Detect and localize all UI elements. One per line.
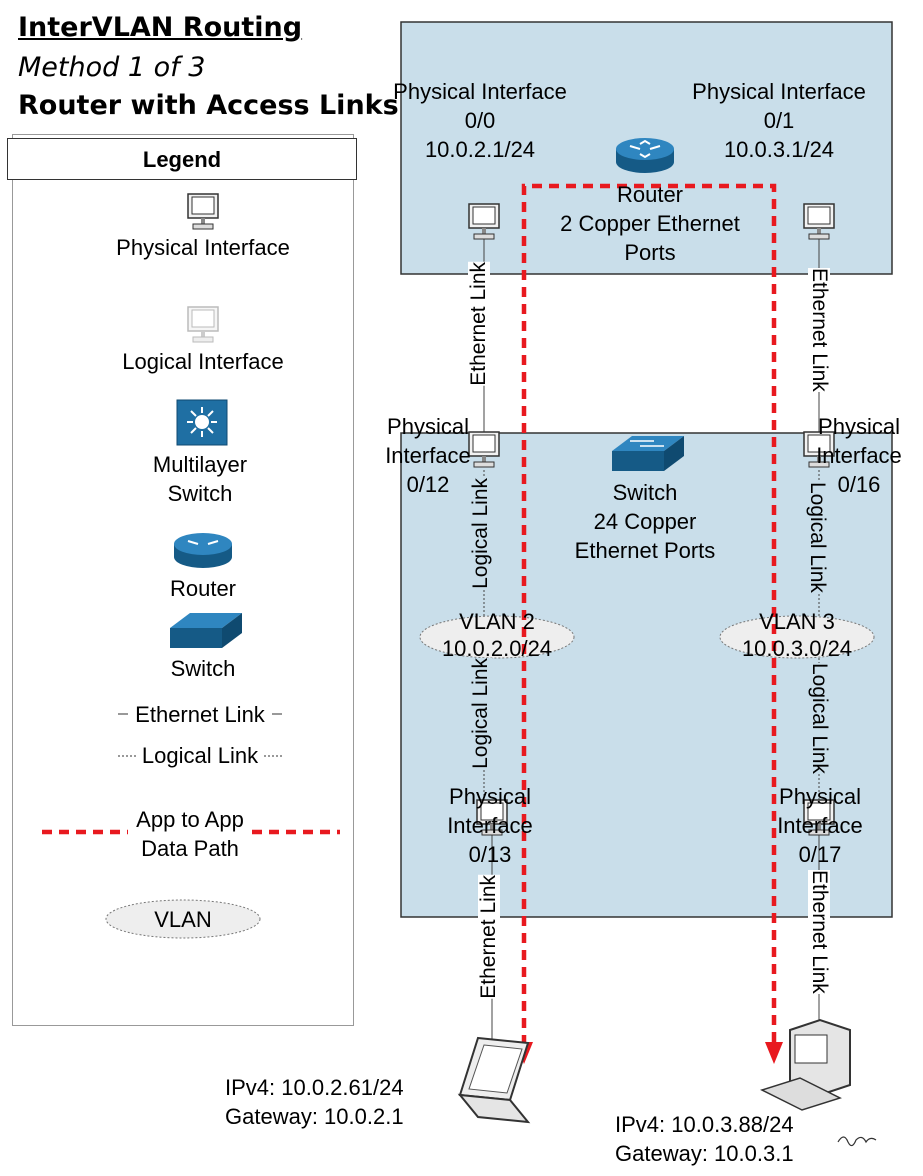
multilayer-switch-icon	[176, 399, 228, 446]
legend-title: Legend	[7, 138, 357, 180]
title-method: Method 1 of 3	[18, 52, 206, 83]
ethernet-link-label-laptop: Ethernet Link	[477, 875, 500, 999]
legend-vlan: VLAN	[154, 907, 212, 932]
data-path	[521, 183, 777, 1045]
logical-link-label-left-lower: Logical Link	[469, 658, 492, 769]
logical-link-label-right-upper: Logical Link	[806, 482, 829, 593]
legend-physical-interface: Physical Interface	[116, 235, 290, 260]
legend-logical-interface: Logical Interface	[122, 349, 284, 374]
laptop-icon	[457, 1036, 531, 1124]
vlan3-ellipse	[719, 615, 875, 659]
switch-icon	[612, 436, 684, 471]
ethernet-link-label-desktop: Ethernet Link	[808, 870, 831, 994]
legend-switch-icon	[170, 613, 242, 648]
logical-link-label-left-upper: Logical Link	[469, 478, 492, 589]
router-icon	[616, 138, 674, 173]
legend-logical-link: Logical Link	[141, 743, 259, 768]
title-main: InterVLAN Routing	[18, 12, 303, 43]
title-subtitle: Router with Access Links	[18, 90, 399, 121]
ethernet-link-label-router-right: Ethernet Link	[808, 268, 831, 392]
desktop-icon	[760, 1018, 851, 1111]
legend-switch: Switch	[170, 656, 236, 681]
legend-router-icon	[174, 533, 232, 568]
legend-ethernet-link: Ethernet Link	[135, 702, 265, 727]
logical-link-label-right-lower: Logical Link	[808, 663, 831, 774]
legend-panel	[12, 134, 354, 1026]
legend-router: Router	[169, 576, 237, 601]
vlan2-ellipse	[419, 615, 575, 659]
ethernet-link-label-router-left: Ethernet Link	[467, 262, 490, 386]
